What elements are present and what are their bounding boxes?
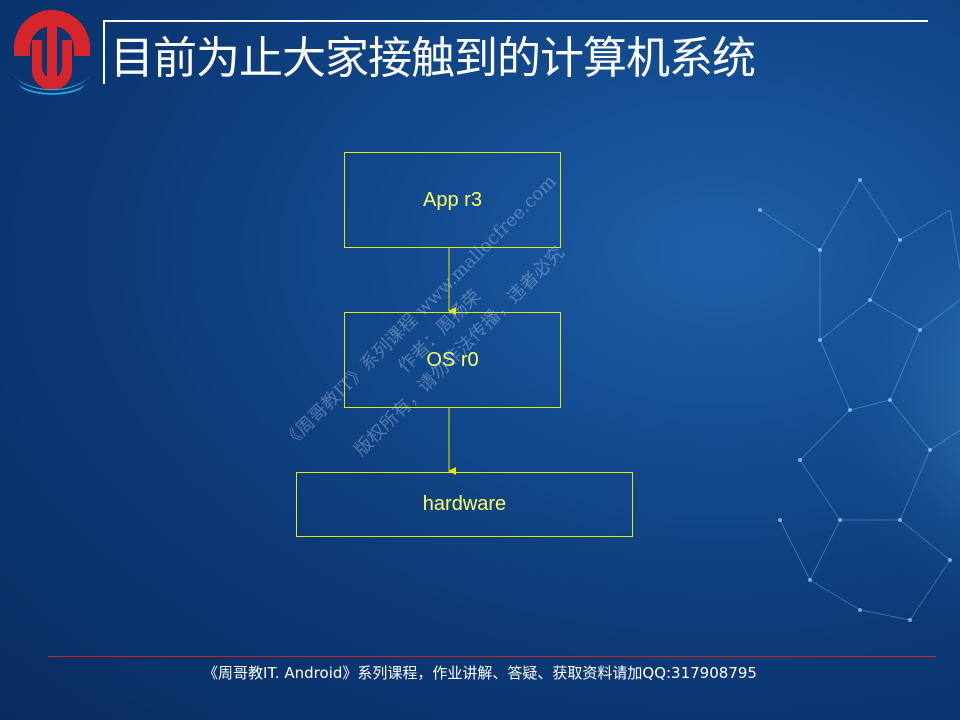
app-box: App r3	[344, 152, 561, 248]
hardware-box-label: hardware	[422, 493, 507, 515]
title-left-rule	[103, 20, 105, 84]
os-box-label: OS r0	[426, 348, 479, 371]
footer-text: 《周哥教IT. Android》系列课程，作业讲解、答疑、获取资料请加QQ:31…	[203, 664, 757, 682]
slide-title: 目前为止大家接触到的计算机系统	[110, 33, 756, 84]
hardware-box: hardware	[296, 472, 633, 537]
title-top-rule	[104, 20, 928, 22]
app-box-label: App r3	[423, 188, 482, 211]
os-box: OS r0	[344, 312, 561, 408]
footer-rule	[48, 656, 936, 657]
u-arc-logo	[12, 10, 92, 95]
